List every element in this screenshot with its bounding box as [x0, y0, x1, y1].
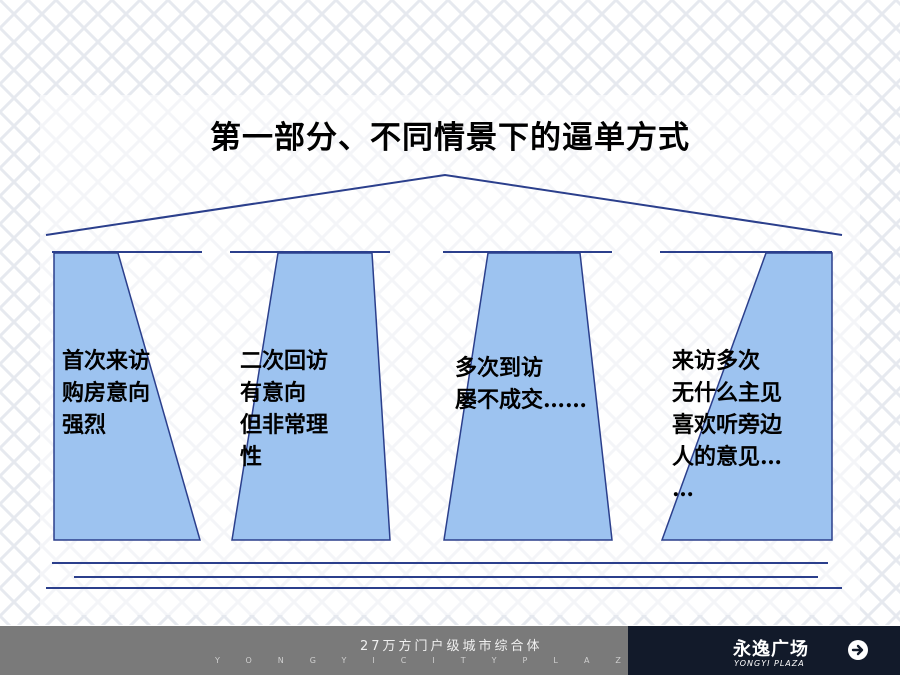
pillar-text-1: 首次来访 购房意向 强烈: [62, 345, 150, 441]
pillar-4-line: …: [672, 476, 694, 502]
footer-brand-area: 永逸广场 YONGYI PLAZA: [628, 626, 900, 675]
slide-title: 第一部分、不同情景下的逼单方式: [210, 120, 690, 156]
pillar-text-2: 二次回访 有意向 但非常理 性: [240, 345, 328, 473]
pillar-1-line: 强烈: [62, 412, 107, 438]
next-slide-button[interactable]: [848, 640, 868, 660]
pillar-2: [231, 252, 391, 541]
roof-line: [45, 173, 843, 236]
pillar-4-line: 无什么主见: [672, 380, 783, 406]
pillar-4: [660, 252, 833, 541]
arrow-right-circle-icon: [851, 644, 864, 656]
pillar-2-line: 二次回访: [240, 348, 329, 374]
pillar-4-line: 来访多次: [672, 348, 761, 374]
pillar-2-line: 性: [240, 444, 263, 470]
pillar-1-line: 购房意向: [62, 380, 151, 406]
pillar-4-line: 喜欢听旁边: [672, 412, 783, 438]
pillar-1-line: 首次来访: [62, 348, 151, 374]
pillar-3-line: 多次到访: [455, 355, 544, 381]
pillar-text-4: 来访多次 无什么主见 喜欢听旁边 人的意见… …: [672, 345, 782, 505]
temple-diagram: [45, 173, 843, 589]
pillar-text-3: 多次到访 屡不成交……: [455, 352, 587, 416]
pillar-1: [53, 252, 201, 541]
brand-logo-text: 永逸广场: [733, 639, 809, 660]
brand-logo-subtext: YONGYI PLAZA: [734, 659, 805, 668]
footer-slogan: 27万方门户级城市综合体: [360, 639, 543, 654]
pillar-3: [443, 252, 613, 541]
pillar-3-line: 屡不成交……: [455, 387, 588, 413]
pillar-4-line: 人的意见…: [672, 444, 783, 470]
pillar-2-line: 但非常理: [240, 412, 329, 438]
footer-subtitle: YONGYICITYPLAZA: [215, 656, 679, 665]
footer-bar: 27万方门户级城市综合体 YONGYICITYPLAZA 永逸广场 YONGYI…: [0, 626, 900, 675]
footer-left: 27万方门户级城市综合体 YONGYICITYPLAZA: [0, 626, 652, 675]
pillar-2-line: 有意向: [240, 380, 307, 406]
